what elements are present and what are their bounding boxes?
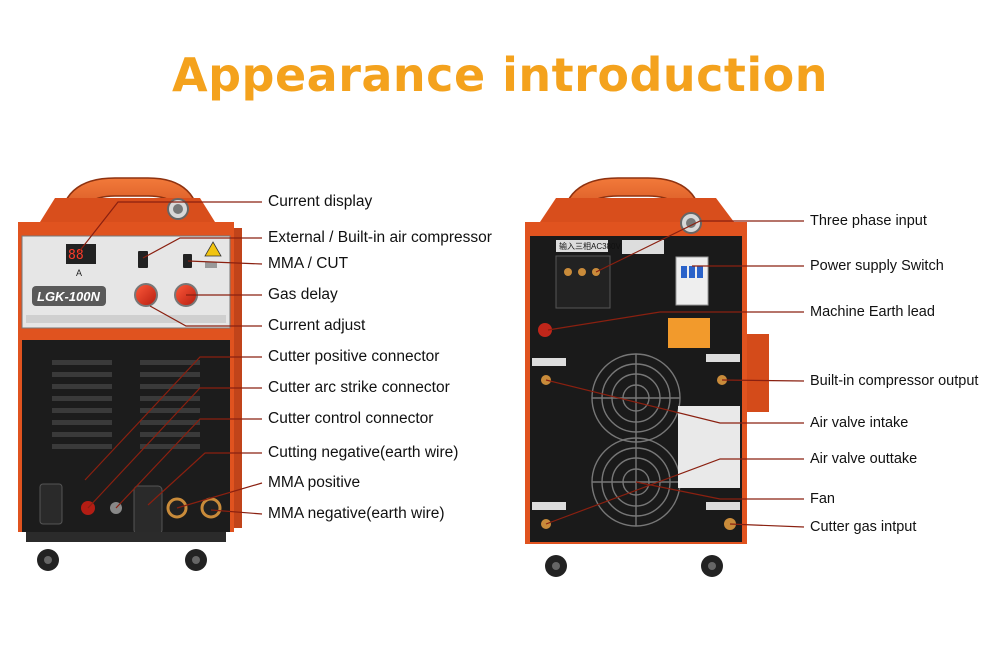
label-power-supply-switch: Power supply Switch bbox=[810, 258, 944, 274]
label-machine-earth-lead: Machine Earth lead bbox=[810, 304, 935, 320]
rear-machine: 输入三相AC380V bbox=[525, 177, 769, 577]
front-machine: 88 A LGK-100N bbox=[18, 177, 242, 571]
rear-input-label: 输入三相AC380V bbox=[559, 241, 621, 251]
label-cutter-gas-input: Cutter gas intput bbox=[810, 519, 917, 535]
label-current-adjust: Current adjust bbox=[268, 317, 366, 334]
model-label: LGK-100N bbox=[37, 289, 100, 304]
label-cutter-arc-strike-connector: Cutter arc strike connector bbox=[268, 379, 450, 396]
label-air-compressor-select: External / Built-in air compressor bbox=[268, 229, 492, 246]
label-three-phase-input: Three phase input bbox=[810, 213, 927, 229]
label-mma-positive: MMA positive bbox=[268, 474, 361, 491]
label-cutting-negative: Cutting negative(earth wire) bbox=[268, 444, 459, 461]
leader-lines bbox=[77, 201, 805, 528]
label-current-display: Current display bbox=[268, 193, 373, 210]
label-mma-negative: MMA negative(earth wire) bbox=[268, 505, 445, 522]
label-gas-delay: Gas delay bbox=[268, 286, 338, 303]
label-mma-cut: MMA / CUT bbox=[268, 255, 349, 272]
svg-text:88: 88 bbox=[68, 248, 84, 263]
label-compressor-output: Built-in compressor output bbox=[810, 373, 979, 389]
label-fan: Fan bbox=[810, 491, 835, 507]
label-cutter-positive-connector: Cutter positive connector bbox=[268, 348, 440, 365]
label-cutter-control-connector: Cutter control connector bbox=[268, 410, 434, 427]
label-air-valve-outtake: Air valve outtake bbox=[810, 451, 918, 467]
page-title: Appearance introduction bbox=[172, 48, 828, 102]
label-air-valve-intake: Air valve intake bbox=[810, 415, 909, 431]
amp-unit: A bbox=[76, 268, 82, 278]
